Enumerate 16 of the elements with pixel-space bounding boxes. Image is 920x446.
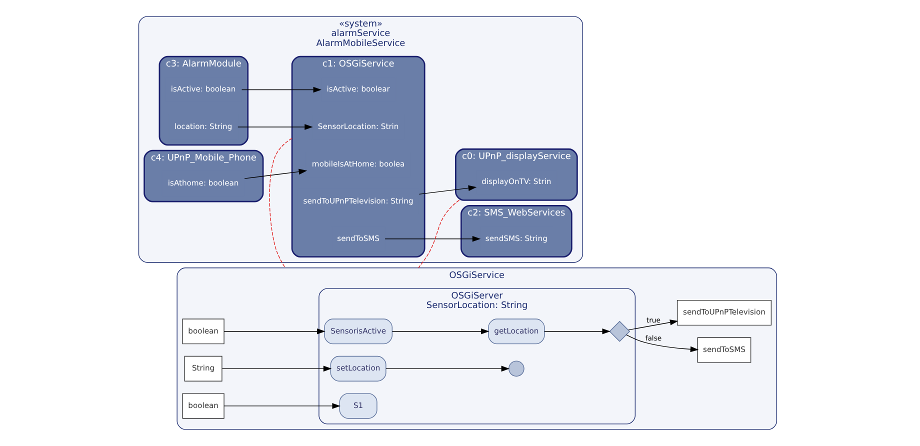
arrow: [244, 168, 307, 179]
arrow: [385, 366, 510, 372]
arrow: [240, 86, 322, 93]
arrow: [223, 403, 340, 409]
connector: [268, 138, 292, 268]
arrow: [418, 185, 476, 195]
arrow: [221, 366, 332, 372]
node-diamond: [608, 320, 630, 342]
arrow: [628, 320, 678, 330]
arrow: [544, 328, 610, 334]
arrow: [391, 328, 489, 334]
arrow: [223, 328, 325, 334]
arrow: [626, 334, 698, 352]
arrow: [384, 236, 480, 242]
arrow: [237, 124, 312, 130]
node-circle: [508, 360, 524, 377]
